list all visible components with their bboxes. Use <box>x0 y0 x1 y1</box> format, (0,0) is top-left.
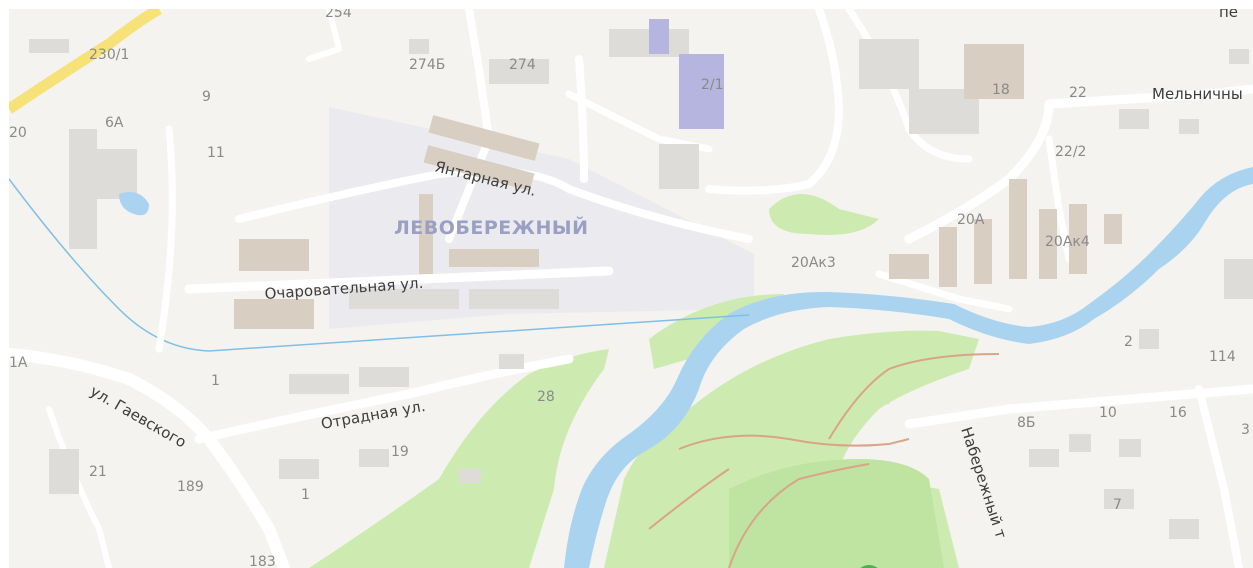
location-marker[interactable] <box>855 565 883 568</box>
canal <box>9 178 750 352</box>
house-number: 274 <box>509 57 536 73</box>
park-areas <box>309 194 979 568</box>
house-number: 18 <box>992 82 1010 98</box>
house-number: 20А <box>957 212 985 228</box>
map-canvas[interactable]: ЛЕВОБЕРЕЖНЫЙ Янтарная ул. Очаровательная… <box>9 9 1253 568</box>
street-label-melnichny: Мельничны <box>1152 85 1243 103</box>
house-number: 189 <box>177 479 204 495</box>
buildings <box>29 29 1253 539</box>
district-label: ЛЕВОБЕРЕЖНЫЙ <box>394 216 589 239</box>
house-number: 1 <box>301 487 310 503</box>
pond <box>119 191 149 216</box>
house-number: 230/1 <box>89 47 129 63</box>
house-number: 1 <box>211 373 220 389</box>
building-purple-small <box>649 19 669 54</box>
map-view[interactable]: ЛЕВОБЕРЕЖНЫЙ Янтарная ул. Очаровательная… <box>9 9 1253 568</box>
house-number: 11 <box>207 145 225 161</box>
house-number: 183 <box>249 554 276 568</box>
street-label-top-right: пе <box>1219 9 1238 21</box>
house-number: 20Ак3 <box>791 255 836 271</box>
house-number: 28 <box>537 389 555 405</box>
street-label-naberezhny: Набережный т <box>957 425 1010 541</box>
house-number: 254 <box>325 9 352 21</box>
house-number: 2/1 <box>701 77 724 93</box>
house-number: 22/2 <box>1055 144 1086 160</box>
house-number: 16 <box>1169 405 1187 421</box>
house-number: 10 <box>1099 405 1117 421</box>
house-number: 6А <box>105 115 124 131</box>
river <box>564 167 1253 568</box>
house-number: 3 <box>1241 422 1250 438</box>
house-number: 8Б <box>1017 415 1036 431</box>
house-number: 2 <box>1124 334 1133 350</box>
house-number: 7 <box>1113 497 1122 513</box>
building-purple <box>679 54 724 129</box>
house-number: 21 <box>89 464 107 480</box>
house-number: 274Б <box>409 57 445 73</box>
house-number: 20 <box>9 125 27 141</box>
street-label-gaevskogo: ул. Гаевского <box>87 382 189 452</box>
highway <box>9 9 162 114</box>
house-number: 9 <box>202 89 211 105</box>
house-number: 114 <box>1209 349 1236 365</box>
trails <box>648 353 1000 568</box>
house-number: 20Ак4 <box>1045 234 1090 250</box>
house-number: 22 <box>1069 85 1087 101</box>
house-number: 1А <box>9 355 28 371</box>
house-number: 19 <box>391 444 409 460</box>
